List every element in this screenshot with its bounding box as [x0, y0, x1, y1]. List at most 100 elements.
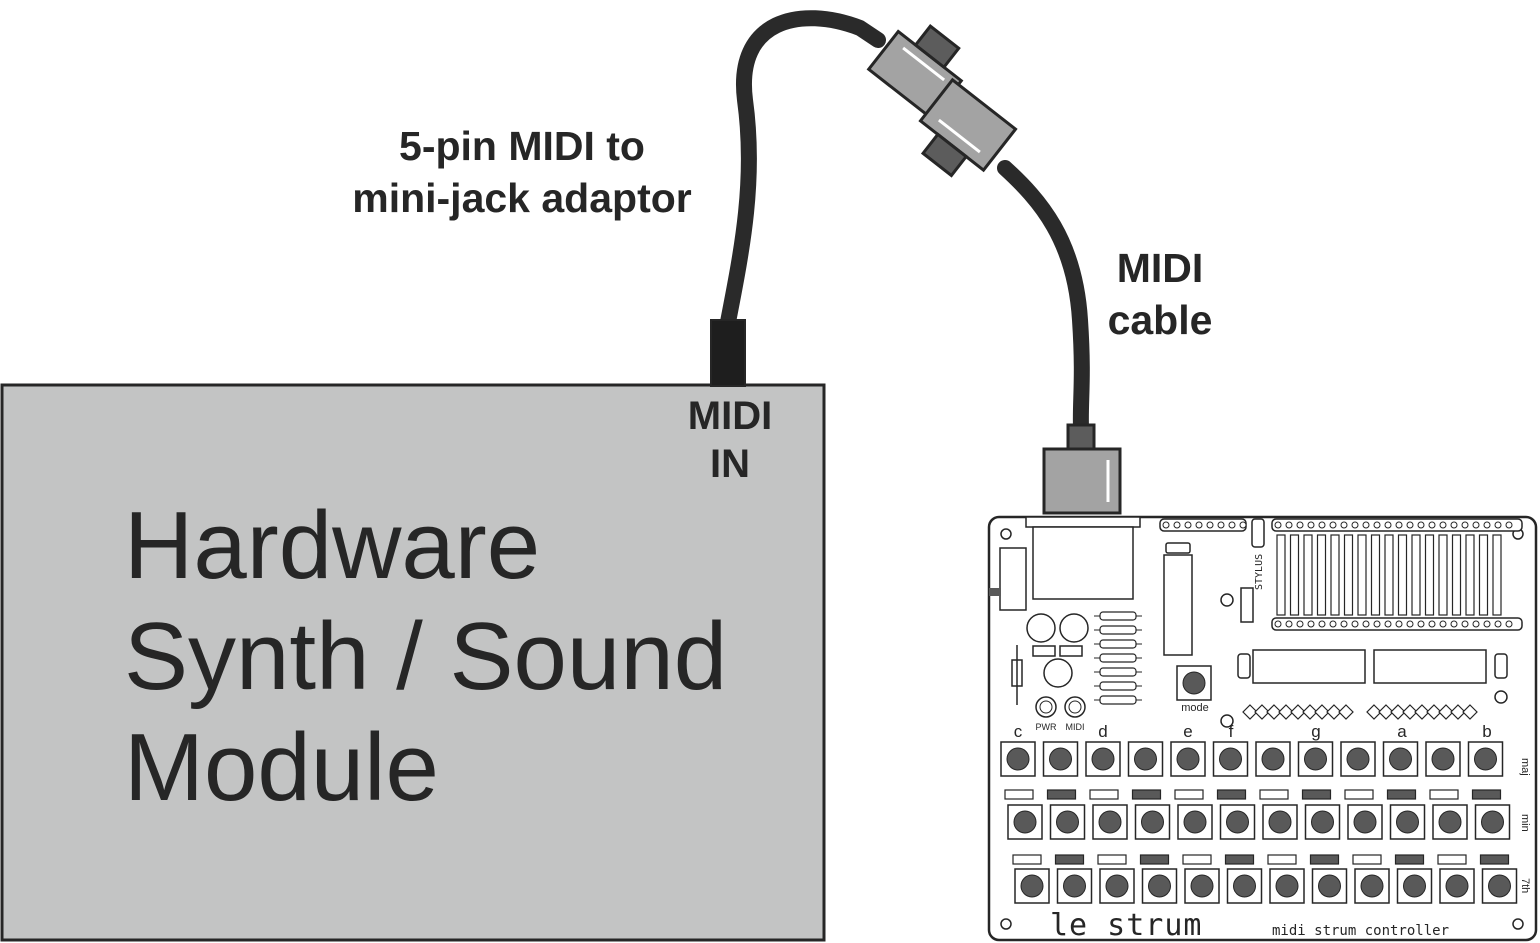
header-pin [1329, 521, 1337, 529]
header-pin [1450, 521, 1458, 529]
led-bar [1394, 854, 1425, 865]
led-diamond [1402, 704, 1418, 720]
header-pin [1340, 521, 1348, 529]
led-diamond [1266, 704, 1282, 720]
chord-button-cap [1105, 874, 1129, 898]
header-pin [1285, 521, 1293, 529]
adaptor-connector-lower [918, 77, 1018, 178]
resistor-array [1276, 534, 1502, 616]
display-left [1252, 649, 1366, 684]
led-bar [1437, 854, 1467, 865]
header-pin [1274, 620, 1282, 628]
resistor [1384, 534, 1394, 616]
header-pin [1373, 521, 1381, 529]
header-pin [1362, 620, 1370, 628]
chord-button-cap [1190, 874, 1214, 898]
resistor [1438, 534, 1448, 616]
header-pin [1395, 620, 1403, 628]
led-diamond [1314, 704, 1330, 720]
header-pin [1239, 521, 1247, 529]
chord-button-cap [1091, 747, 1115, 771]
header-pin [1351, 521, 1359, 529]
header-pin [1228, 521, 1236, 529]
resistor [1370, 534, 1381, 616]
synth-title-line2: Synth / Sound [124, 603, 728, 710]
led-bar [1054, 854, 1085, 865]
header-pin [1340, 620, 1348, 628]
header-pin [1461, 620, 1469, 628]
chord-button-cap [1134, 747, 1157, 771]
chord-button-cap [1049, 747, 1072, 771]
chord-button-cap [1396, 810, 1419, 834]
note-label: b [1482, 722, 1491, 741]
chord-button-cap [1318, 874, 1341, 898]
midi-in-line2: IN [710, 442, 750, 486]
synth-module-title: Hardware Synth / Sound Module [124, 490, 727, 823]
resistor [1451, 534, 1462, 616]
header-pin [1505, 620, 1513, 628]
header-pin [1285, 620, 1293, 628]
chord-button-cap [1261, 747, 1285, 771]
chord-button-cap [1148, 874, 1171, 898]
led-diamond [1366, 704, 1382, 720]
resistor [1343, 534, 1354, 616]
header-pin [1461, 521, 1469, 529]
adaptor-label-line1: 5-pin MIDI to [399, 123, 645, 169]
led-bar [1309, 854, 1340, 865]
midi-in-label: MIDI IN [670, 392, 790, 488]
chord-button-cap [1275, 874, 1299, 898]
header-pin [1483, 521, 1491, 529]
cable-label-line2: cable [1107, 297, 1213, 343]
header-pin [1206, 521, 1214, 529]
chord-button-cap [1474, 747, 1497, 771]
resistor [1492, 534, 1502, 616]
led-bar [1216, 789, 1247, 800]
resistor [1289, 534, 1300, 616]
led-bar [1301, 789, 1332, 800]
note-label: c [1014, 722, 1023, 741]
resistor [1099, 653, 1137, 663]
led-bar [1004, 789, 1034, 800]
note-label: f [1229, 722, 1234, 741]
row-label-maj: maj [1519, 758, 1531, 776]
midi-led-label: MIDI [1066, 722, 1085, 732]
header-pin [1395, 521, 1403, 529]
din-socket [1025, 516, 1141, 528]
tagline-label: midi strum controller [1272, 923, 1449, 939]
jack-socket [999, 547, 1027, 611]
led-bar [1267, 854, 1297, 865]
chord-button-cap [1020, 874, 1044, 898]
pwr-label: PWR [1036, 722, 1057, 732]
chord-button-cap [1268, 810, 1292, 834]
header-pin [1184, 521, 1192, 529]
resistor [1397, 534, 1408, 616]
header-pin [1384, 620, 1392, 628]
chord-button-cap [1481, 810, 1504, 834]
chord-button-cap [1183, 810, 1207, 834]
header-pin [1428, 620, 1436, 628]
midi-in-line1: MIDI [687, 394, 773, 438]
chord-button-cap [1226, 810, 1249, 834]
resistor [1099, 639, 1137, 649]
resistor [1099, 681, 1137, 691]
resistor [1099, 625, 1137, 635]
header-pin [1494, 620, 1502, 628]
brand-label: le strum [1050, 908, 1203, 943]
chord-button-cap [1389, 747, 1412, 771]
chord-button-cap [1098, 810, 1122, 834]
led-diamond [1290, 704, 1306, 720]
resistor [1099, 695, 1137, 705]
chord-button-cap [1403, 874, 1426, 898]
led-diamond [1390, 704, 1406, 720]
resistor [1465, 534, 1475, 616]
header-pin [1439, 521, 1447, 529]
led-bar [1174, 789, 1204, 800]
led-diamond [1438, 704, 1454, 720]
header-pin [1384, 521, 1392, 529]
led-bar [1046, 789, 1077, 800]
resistor-column [1094, 611, 1142, 705]
led-diamond [1278, 704, 1294, 720]
header-pin [1217, 521, 1225, 529]
